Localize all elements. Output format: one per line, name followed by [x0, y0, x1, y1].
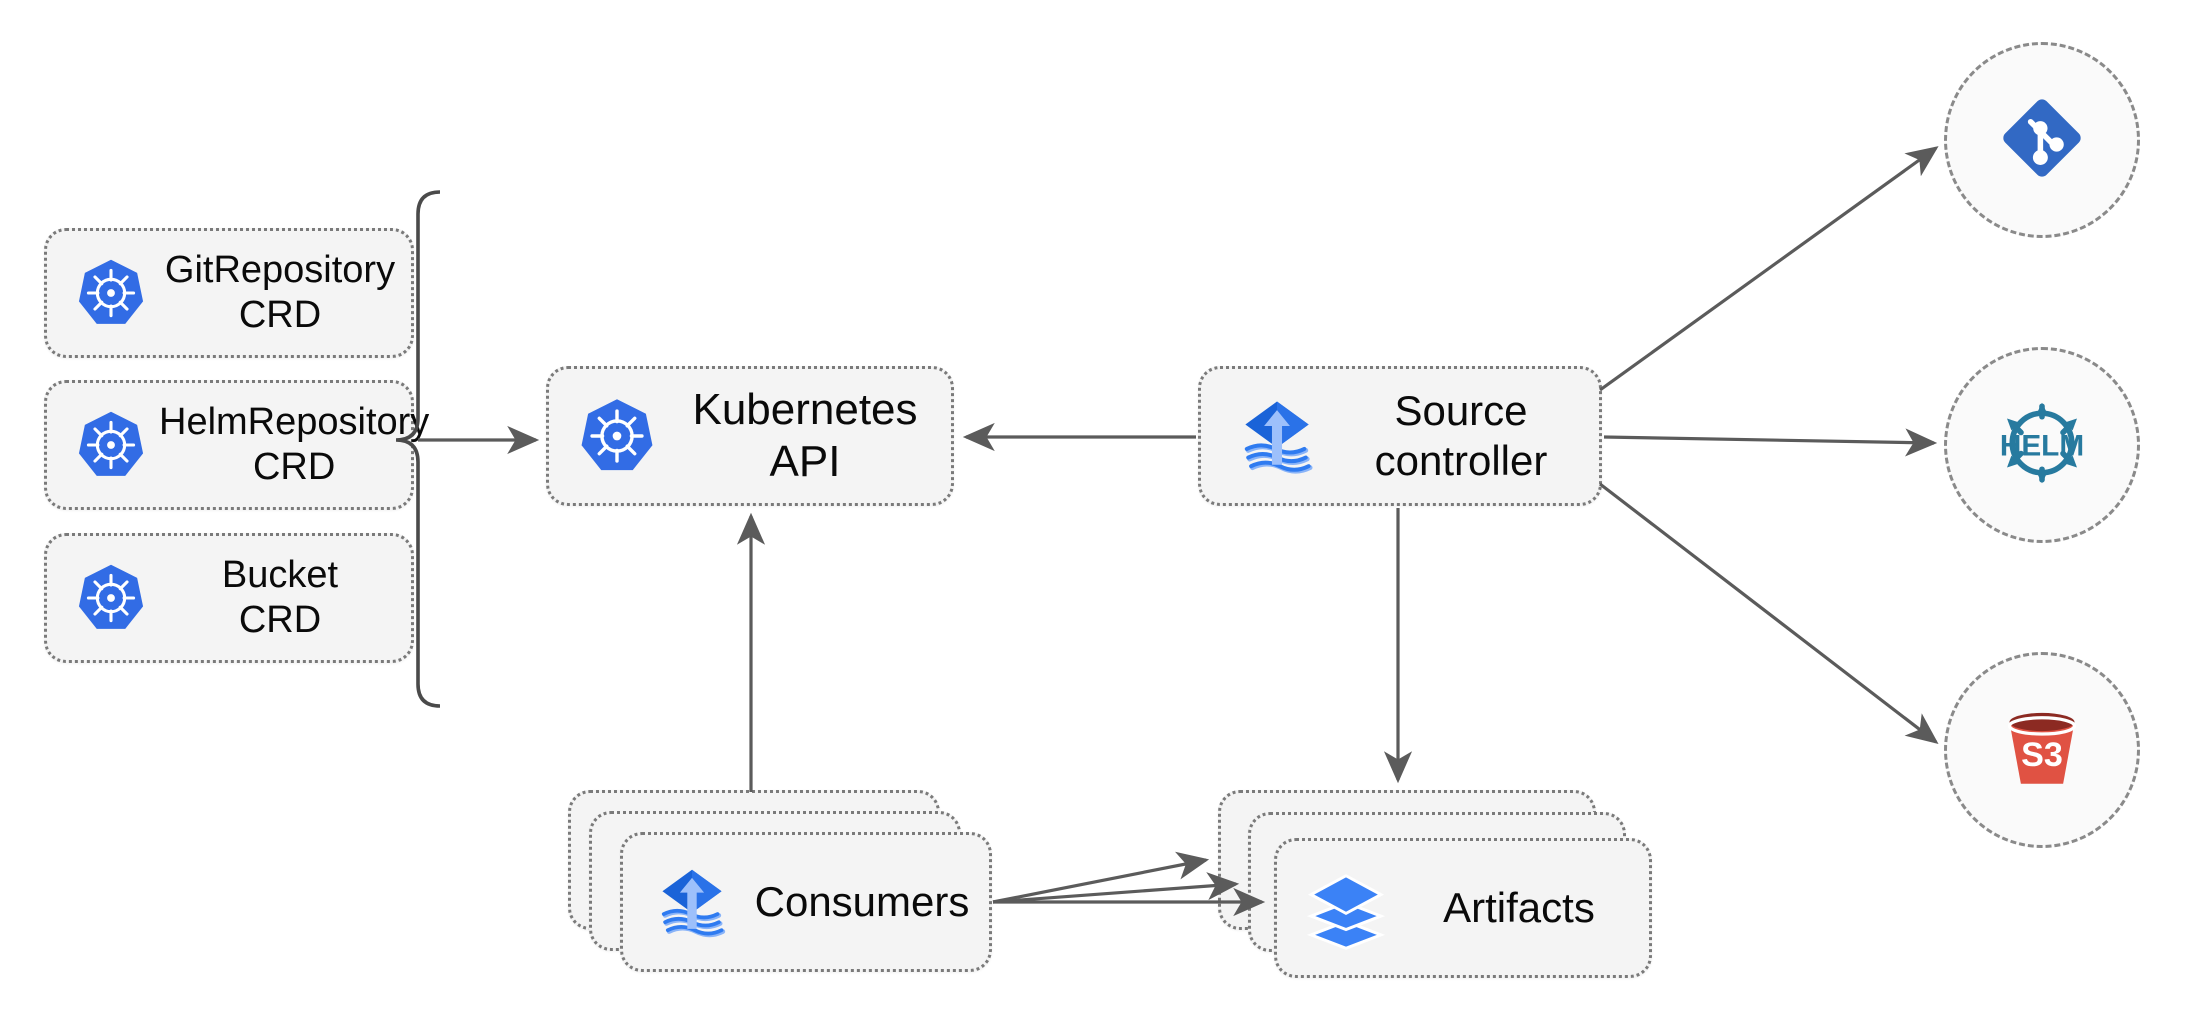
flux-source-icon [1231, 390, 1323, 482]
kubernetes-icon [73, 560, 149, 636]
kubernetes-api-node[interactable]: Kubernetes API [546, 366, 954, 506]
kubernetes-icon [73, 255, 149, 331]
consumers-node[interactable]: Consumers [620, 832, 992, 972]
git-icon [1990, 86, 2094, 195]
edge-source-controller-to-helm [1603, 428, 1938, 457]
svg-text:HELM: HELM [2000, 429, 2084, 462]
helm-icon: HELM [1986, 387, 2098, 504]
consumers-label: Consumers [754, 878, 970, 926]
flux-source-icon [649, 859, 735, 945]
edge-consumers-to-artifacts-2 [992, 872, 1240, 904]
kubernetes-api-label: Kubernetes API [692, 385, 918, 486]
kubernetes-icon [575, 394, 659, 478]
artifacts-node[interactable]: Artifacts [1274, 838, 1652, 978]
svg-text:S3: S3 [2021, 735, 2063, 773]
external-helm[interactable]: HELM [1944, 347, 2140, 543]
layers-icon [1303, 865, 1389, 951]
kubernetes-icon [73, 407, 149, 483]
edge-source-controller-to-s3 [1599, 482, 1939, 744]
s3-bucket-icon: S3 [1990, 696, 2094, 805]
external-git[interactable] [1944, 42, 2140, 238]
external-s3[interactable]: S3 [1944, 652, 2140, 848]
edge-consumers-to-artifacts-1 [992, 851, 1210, 904]
artifacts-label: Artifacts [1443, 884, 1595, 932]
edge-source-controller-to-git [1599, 146, 1939, 392]
